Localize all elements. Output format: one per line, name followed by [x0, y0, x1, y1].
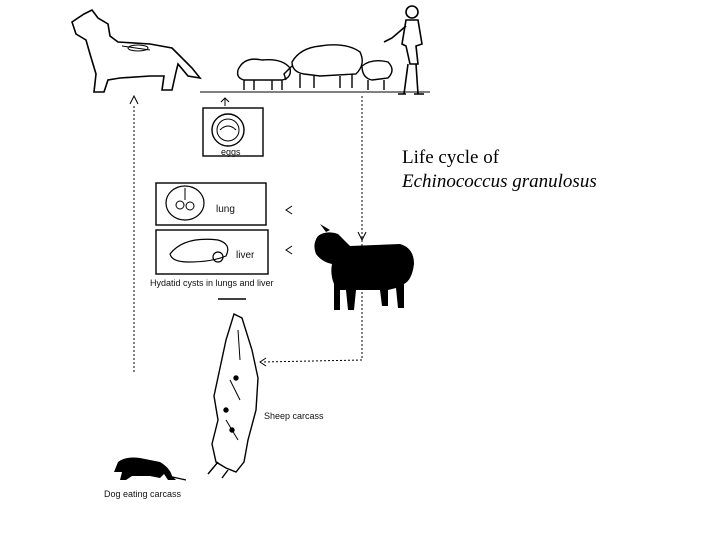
arrow-up-eggs [220, 97, 230, 106]
dog-icon [71, 8, 202, 93]
human-icon [383, 5, 424, 95]
sheep-carcass-label: Sheep carcass [264, 411, 324, 421]
arrow-left-carcass [259, 357, 267, 367]
arrow-liver [285, 245, 293, 255]
liver-box [155, 229, 269, 275]
sheep-flock-icon [236, 44, 393, 90]
hydatid-caption: Hydatid cysts in lungs and liver [150, 278, 274, 288]
lung-box [155, 182, 267, 226]
liver-label: liver [236, 250, 255, 261]
arrow-up-left [129, 94, 139, 105]
arrow-lung [285, 205, 293, 215]
cycle-line-right [261, 96, 363, 363]
arrow-down-right [357, 231, 367, 242]
carcass-icon [207, 313, 259, 479]
eggs-box [202, 107, 264, 157]
sheep-icon [314, 224, 414, 310]
dog-eating-icon [114, 457, 187, 481]
title-line-1: Life cycle of [402, 147, 500, 168]
dog-eating-label: Dog eating carcass [104, 489, 182, 499]
egg-icon [211, 113, 245, 147]
eggs-label: eggs [221, 147, 241, 157]
title-line-2: Echinococcus granulosus [402, 171, 597, 192]
diagram-title: Life cycle of Echinococcus granulosus [402, 146, 597, 194]
lung-label: lung [216, 204, 235, 215]
